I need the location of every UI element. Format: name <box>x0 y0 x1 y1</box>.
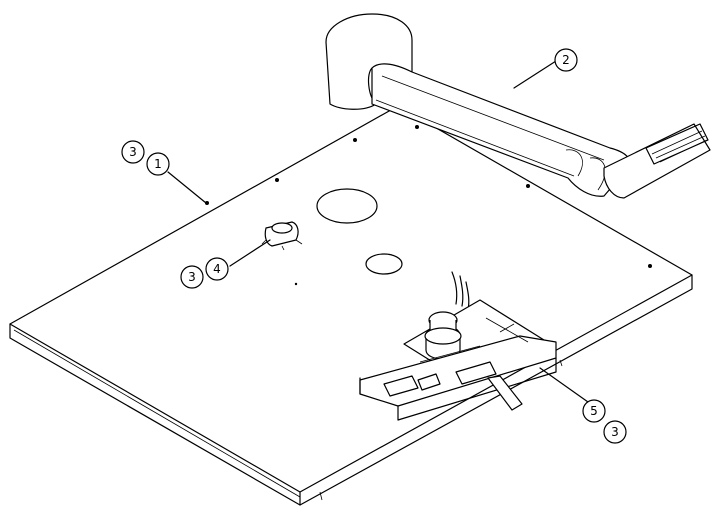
callout-label: 3 <box>188 270 196 284</box>
thermostat-switch <box>261 221 303 251</box>
callout-label: 3 <box>129 145 137 159</box>
callout-3-part1: 3 <box>121 140 145 164</box>
leader-lines <box>167 60 589 403</box>
duct-assembly <box>325 13 711 199</box>
callout-label: 3 <box>611 425 619 439</box>
plate-opening-small <box>365 253 403 275</box>
base-plate <box>9 105 693 506</box>
callout-2: 2 <box>554 48 578 72</box>
mounting-holes <box>205 125 652 286</box>
callout-3-part5: 3 <box>603 420 627 444</box>
callout-label: 4 <box>213 262 221 276</box>
callout-label: 5 <box>590 404 598 418</box>
callout-label: 2 <box>562 53 570 67</box>
callout-4: 4 <box>205 257 229 281</box>
callout-label: 1 <box>154 157 162 171</box>
callout-1: 1 <box>146 152 170 176</box>
plate-opening-large <box>316 188 378 224</box>
callout-5: 5 <box>582 399 606 423</box>
timer-switch-assembly <box>359 271 557 421</box>
callout-3-part4: 3 <box>180 265 204 289</box>
